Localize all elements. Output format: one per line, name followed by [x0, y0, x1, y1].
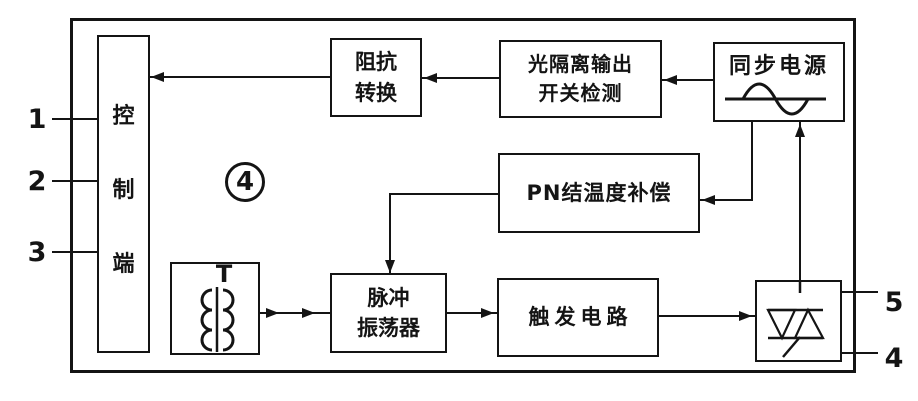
arrowhead-up-icon	[795, 124, 805, 137]
arrowhead-left-icon	[702, 195, 715, 205]
arrowhead-left-icon	[664, 75, 677, 85]
terminal-2-lead	[52, 180, 97, 182]
arrowhead-right-icon	[739, 311, 752, 321]
trigger-circuit-box: 触发电路	[497, 278, 659, 357]
pn-junction-temp-compensation-box: PN结温度补偿	[498, 153, 700, 233]
wire-sync-to-pn-vertical	[751, 122, 753, 201]
arrowhead-left-icon	[151, 72, 164, 82]
terminal-3-label: 3	[27, 236, 47, 268]
triac-icon	[766, 280, 825, 358]
wire-sync-to-opto	[662, 79, 713, 81]
pulse-oscillator-box: 脉冲 振荡器	[330, 273, 447, 353]
wire-sync-to-pn-horizontal	[700, 199, 753, 201]
transformer-box	[170, 262, 260, 355]
triac-gate-line	[782, 336, 801, 358]
arrowhead-right-icon	[302, 308, 315, 318]
opto-isolated-output-switch-detect-box: 光隔离输出 开关检测	[499, 40, 662, 118]
terminal-1-lead	[52, 118, 97, 120]
sync-power-box: 同步电源	[713, 42, 845, 122]
terminal-4-label: 4	[884, 342, 904, 374]
transformer-label: T	[215, 260, 233, 288]
opto-box-line: 光隔离输出	[528, 52, 633, 76]
transformer-secondary-winding	[222, 288, 235, 352]
triac-box	[755, 280, 842, 362]
trigger-circuit-label: 触发电路	[528, 305, 633, 330]
terminal-3-lead	[52, 251, 97, 253]
pulse-oscillator-line: 脉冲	[367, 285, 410, 310]
impedance-conversion-line: 阻抗	[355, 50, 397, 75]
control-terminal-box: 控 制 端	[97, 35, 150, 353]
terminal-1-label: 1	[27, 103, 47, 135]
sync-power-label: 同步电源	[728, 54, 829, 79]
wire-opto-to-impedance	[422, 77, 499, 79]
wire-pn-to-pulse-horizontal	[390, 193, 498, 195]
arrowhead-right-icon	[481, 308, 494, 318]
impedance-conversion-line: 转换	[355, 80, 397, 105]
opto-box-line: 开关检测	[538, 81, 623, 105]
figure-number-badge: 4	[225, 162, 265, 202]
arrowhead-right-icon	[266, 308, 279, 318]
wire-transformer-to-pulse	[260, 312, 330, 314]
transformer-primary-winding	[200, 288, 213, 352]
wire-impedance-to-control	[150, 76, 330, 78]
arrowhead-down-icon	[385, 260, 395, 273]
terminal-2-label: 2	[27, 165, 47, 197]
outer-frame	[70, 18, 856, 373]
sine-path	[741, 82, 810, 116]
pulse-oscillator-line: 振荡器	[357, 316, 420, 340]
pn-compensation-label: PN结温度补偿	[526, 180, 672, 205]
wire-triac-to-sync	[799, 122, 801, 292]
transformer-windings-icon	[200, 287, 235, 352]
terminal-5-label: 5	[884, 286, 904, 318]
wire-pulse-to-trigger	[447, 312, 497, 314]
impedance-conversion-box: 阻抗 转换	[330, 38, 422, 117]
figure-number: 4	[235, 167, 255, 197]
sine-wave-icon	[725, 82, 826, 116]
arrowhead-left-icon	[424, 73, 437, 83]
triac-left-triangle	[766, 308, 797, 341]
wire-pn-to-pulse-vertical	[389, 193, 391, 273]
control-terminal-char: 控	[112, 104, 135, 129]
control-terminal-char: 端	[112, 251, 135, 277]
triac-right-triangle	[793, 307, 825, 340]
control-terminal-char: 制	[112, 177, 135, 203]
wire-trigger-to-triac	[659, 315, 755, 317]
